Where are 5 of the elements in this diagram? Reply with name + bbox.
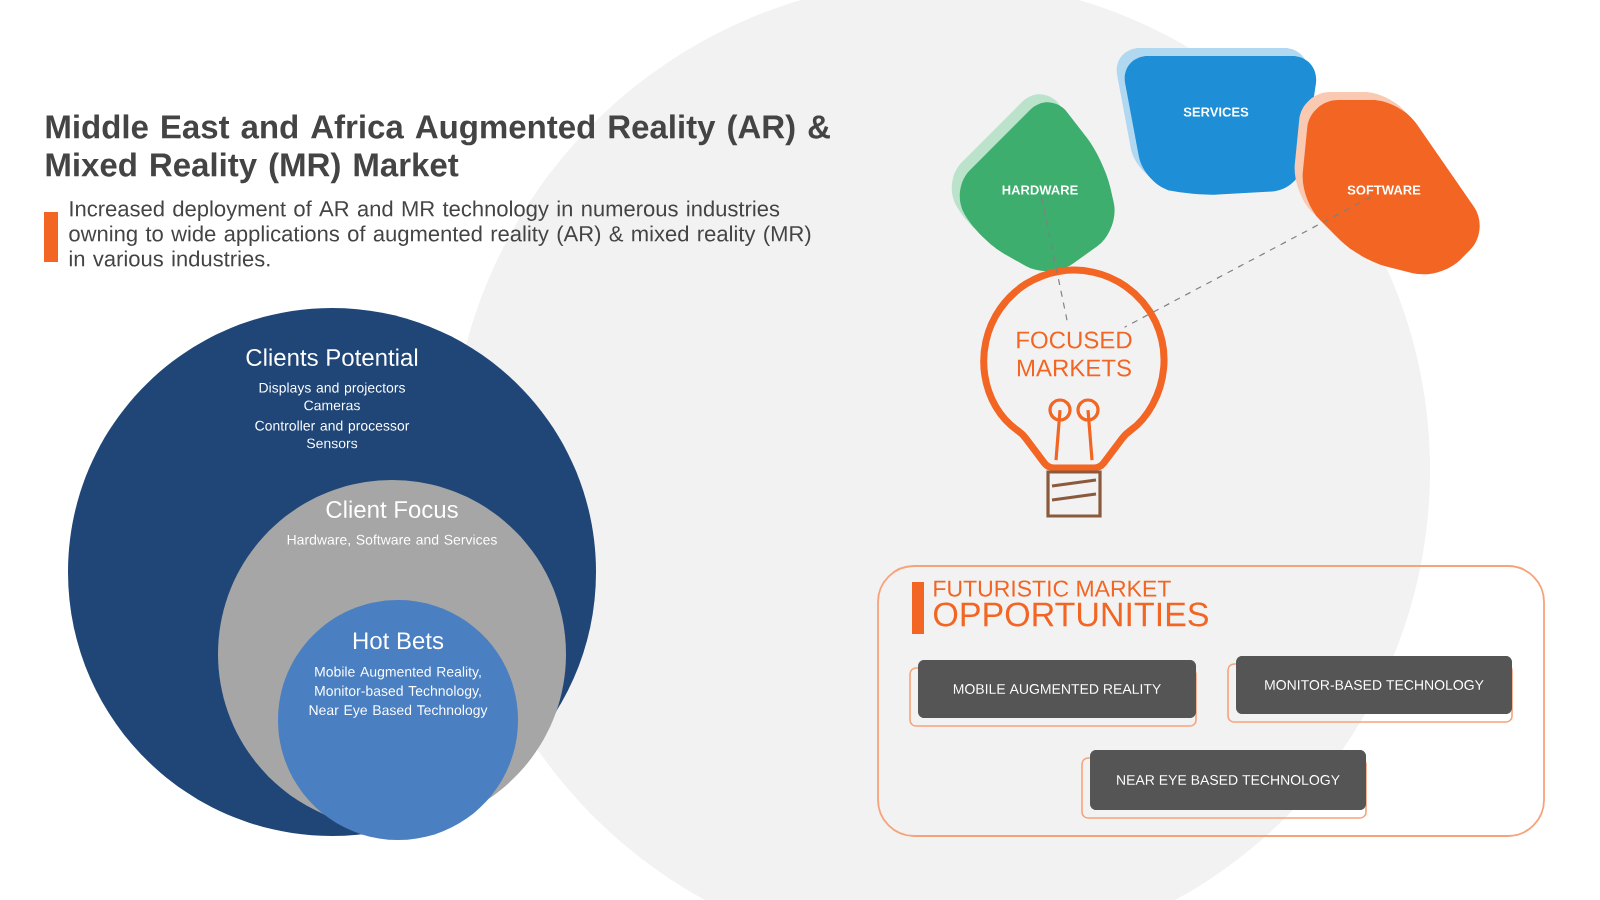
subtitle: Increased deployment of AR and MR technology in numerous industries owning to wide applications of augmented reality (AR) & mixed reality (MR) in various industries. xyxy=(44,200,811,267)
lightbulb: FOCUSED MARKETS xyxy=(980,266,1168,518)
title: Middle East and Africa Augmented Reality (AR) & Mixed Reality (MR) Market xyxy=(46,114,830,184)
dashed-connector xyxy=(1124,196,1372,328)
dashed-connector xyxy=(1040,196,1069,326)
